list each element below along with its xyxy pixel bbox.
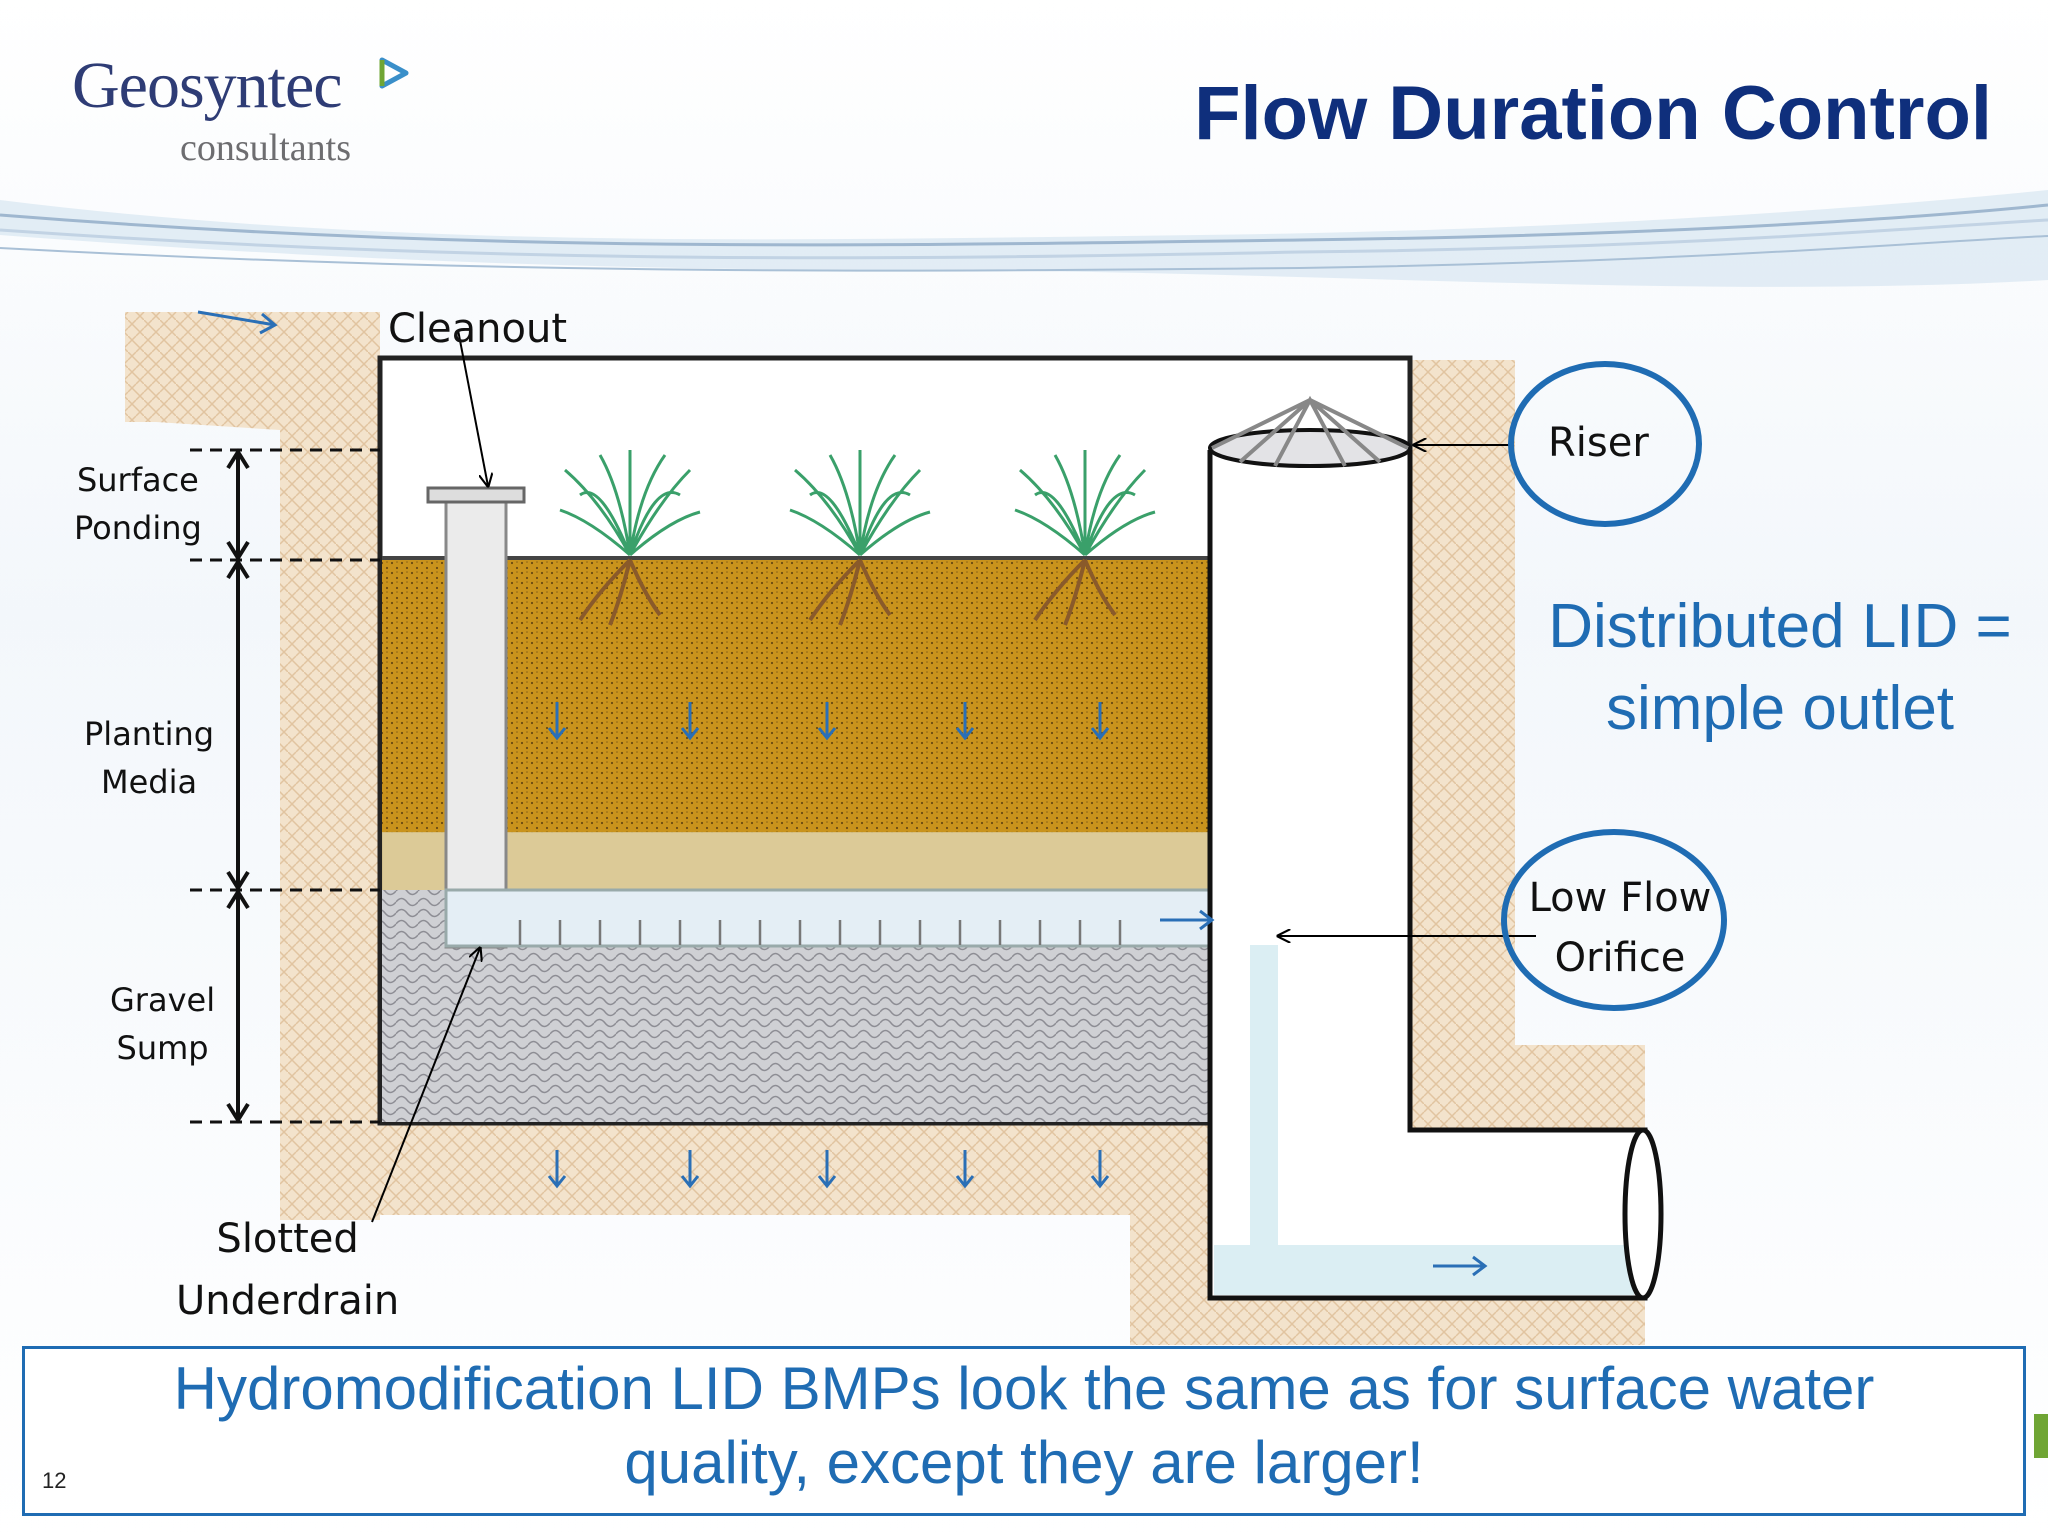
infiltration-arrows	[547, 702, 1110, 1189]
orifice-callout-circle	[1501, 829, 1727, 1011]
summary-box	[22, 1346, 2026, 1516]
surface-ponding-label: Surface Ponding	[74, 456, 202, 552]
riser-grate	[1211, 395, 1409, 467]
plant-1	[559, 450, 701, 626]
gravel-sump-label: Gravel Sump	[110, 976, 215, 1072]
side-note: Distributed LID = simple outlet	[1500, 586, 2048, 750]
planting-media-label-line2: Media	[101, 763, 198, 801]
low-flow-orifice-label: Low Flow Orifice	[1520, 868, 1720, 988]
orifice-stream	[1250, 945, 1278, 1245]
slotted-underdrain-label-line1: Slotted	[216, 1216, 359, 1262]
summary-text-line1: Hydromodification LID BMPs look the same…	[173, 1355, 1875, 1422]
gravel-sump-label-line2: Sump	[116, 1029, 209, 1067]
low-flow-orifice-label-line2: Orifice	[1554, 935, 1686, 981]
cleanout-cap	[426, 486, 526, 504]
cleanout-pipe	[444, 495, 508, 949]
plant-3	[1014, 450, 1156, 626]
logo-arrow-icon	[379, 57, 409, 89]
side-note-line1: Distributed LID =	[1548, 592, 2012, 661]
outflow-water	[1214, 1245, 1634, 1295]
logo-name: Geosyntec	[72, 49, 343, 122]
riser-label: Riser	[1548, 420, 1649, 466]
summary-text: Hydromodification LID BMPs look the same…	[22, 1352, 2026, 1500]
slotted-underdrain-pipe	[444, 888, 1260, 948]
surface-ponding-label-line2: Ponding	[74, 509, 202, 547]
flow-arrows	[197, 310, 1488, 1277]
dimension-lines	[190, 448, 380, 1124]
planting-media-label: Planting Media	[84, 710, 214, 806]
gravel-sump-label-line1: Gravel	[110, 981, 216, 1019]
cleanout-label: Cleanout	[388, 306, 568, 352]
slotted-underdrain-label: Slotted Underdrain	[176, 1208, 399, 1332]
surface-ponding-label-line1: Surface	[76, 461, 199, 499]
transition-layer	[382, 832, 1210, 892]
side-note-line2: simple outlet	[1605, 674, 1955, 743]
riser-top	[1208, 428, 1412, 468]
page-number: 12	[42, 1468, 67, 1493]
low-flow-orifice-label-line1: Low Flow	[1528, 875, 1712, 921]
summary-text-line2: quality, except they are larger!	[624, 1429, 1424, 1496]
callout-leaders	[371, 329, 1536, 1223]
header-wave-band	[0, 190, 2048, 287]
outlet-pipe-end	[1622, 1127, 1664, 1301]
planting-media-label-line1: Planting	[84, 715, 215, 753]
logo-subtitle: consultants	[180, 127, 351, 169]
riser-callout-circle	[1508, 361, 1702, 527]
plant-2	[789, 450, 931, 626]
page-title: Flow Duration Control	[1194, 71, 1992, 156]
green-accent-tab	[2034, 1414, 2048, 1458]
slotted-underdrain-label-line2: Underdrain	[176, 1278, 400, 1324]
